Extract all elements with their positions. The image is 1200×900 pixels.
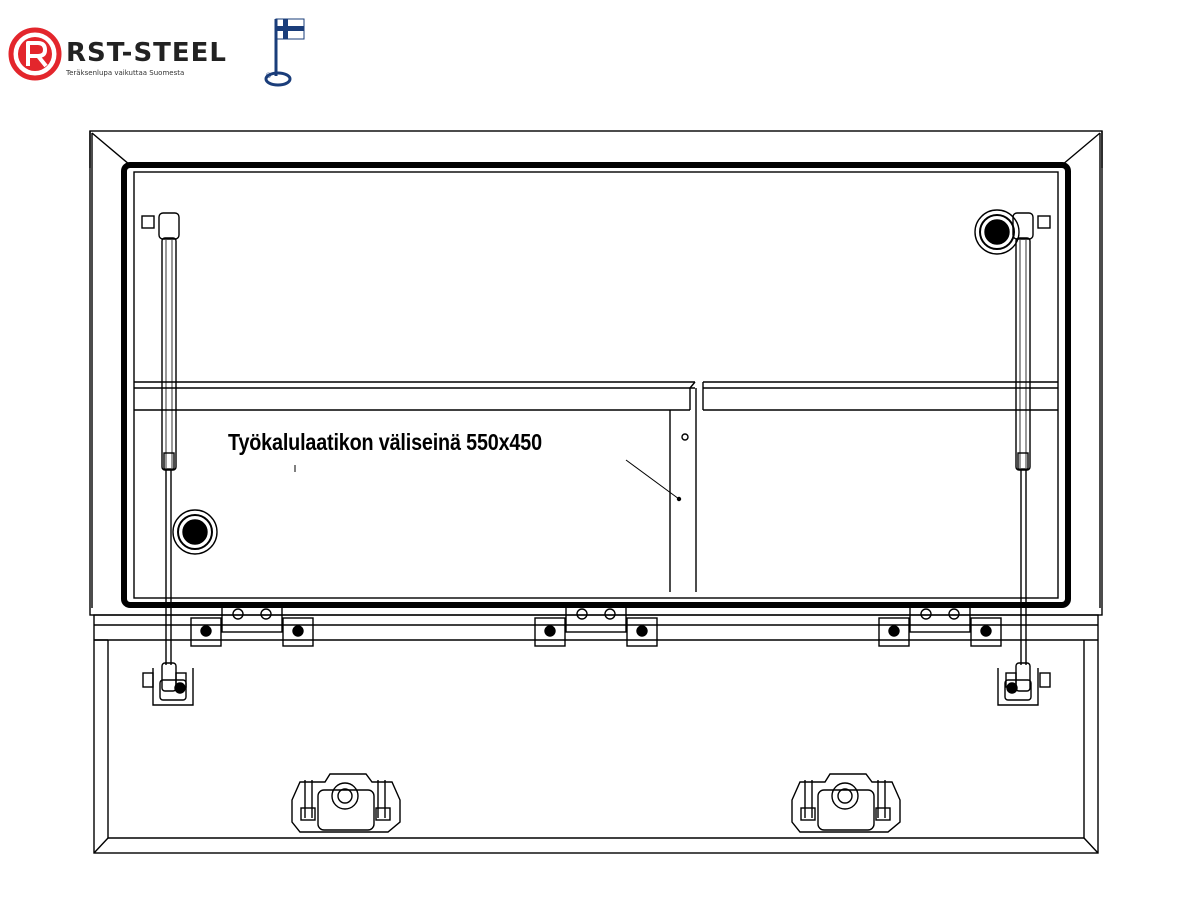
annotation-leader (294, 459, 682, 502)
gas-spring-left (141, 212, 187, 692)
spring-bracket-left (152, 668, 194, 706)
logo-r-emblem (8, 27, 62, 81)
lid-inner-panel (133, 171, 1059, 599)
brand-name: RST-STEEL (66, 38, 228, 68)
brand-tagline: Teräksenlupa vaikuttaa Suomesta (66, 69, 185, 77)
grommet-right (974, 209, 1020, 255)
spring-bracket-right (997, 668, 1039, 706)
hinge-right (878, 603, 1002, 647)
lid-seal (121, 162, 1071, 608)
divider-annotation: Työkalulaatikon väliseinä 550x450 (228, 429, 542, 455)
gas-spring-right (1005, 212, 1051, 692)
toolbox-body (93, 614, 1099, 854)
divider-wall (134, 381, 1058, 592)
grommet-left (172, 509, 218, 555)
lid-frame (89, 130, 1103, 616)
key-flag-icon (264, 18, 305, 87)
latch-right (791, 773, 901, 833)
latch-left (291, 773, 401, 833)
company-logo: RST-STEEL Teräksenlupa vaikuttaa Suomest… (8, 14, 318, 94)
hinge-left (190, 603, 314, 647)
hinge-center (534, 603, 658, 647)
